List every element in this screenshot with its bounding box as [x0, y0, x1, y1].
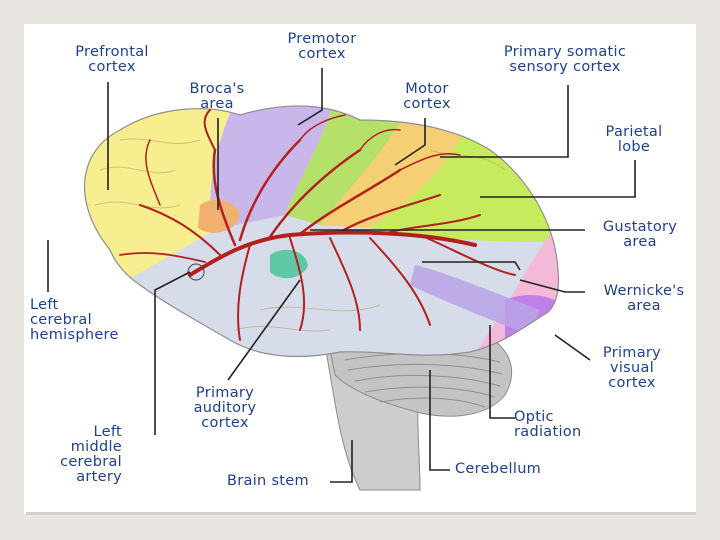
- label-line: Gustatory: [602, 219, 678, 235]
- label-line: Prefrontal: [75, 44, 149, 60]
- label-line: cortex: [403, 96, 451, 112]
- label-line: lobe: [617, 139, 651, 155]
- artery-origin-marker: [187, 263, 205, 281]
- label-line: sensory cortex: [509, 59, 621, 75]
- label-line: cortex: [298, 46, 346, 62]
- label-brocas-area: Broca's area: [172, 82, 262, 112]
- label-premotor-cortex: Premotor cortex: [270, 32, 374, 62]
- label-prefrontal-cortex: Prefrontal cortex: [60, 45, 164, 75]
- label-line: Left: [30, 297, 59, 313]
- label-line: Broca's: [189, 81, 245, 97]
- premotor-region: [210, 105, 340, 230]
- label-brain-stem: Brain stem: [210, 474, 326, 489]
- label-line: Optic: [514, 409, 554, 425]
- label-line: Primary somatic: [503, 44, 627, 60]
- cerebrum-outline: [84, 105, 560, 358]
- label-line: Primary: [195, 385, 255, 401]
- label-gustatory-area: Gustatory area: [588, 220, 692, 250]
- label-line: cortex: [608, 375, 656, 391]
- label-cerebellum: Cerebellum: [455, 462, 575, 477]
- label-line: cortex: [201, 415, 249, 431]
- leader-lines: [47, 68, 636, 483]
- label-primary-auditory-cortex: Primary auditory cortex: [180, 386, 270, 431]
- label-line: Cerebellum: [455, 461, 542, 477]
- occipital-region: [470, 220, 559, 357]
- label-line: Brain stem: [227, 473, 309, 489]
- label-line: Motor: [405, 81, 449, 97]
- label-primary-visual-cortex: Primary visual cortex: [586, 346, 678, 391]
- label-line: hemisphere: [30, 327, 119, 343]
- label-line: Primary: [602, 345, 662, 361]
- label-line: radiation: [514, 424, 582, 440]
- cerebellum-folia: [344, 353, 503, 408]
- label-left-cerebral-hemisphere: Left cerebral hemisphere: [30, 298, 160, 343]
- label-line: artery: [76, 469, 122, 485]
- label-line: Left: [93, 424, 122, 440]
- slide-shadow: [26, 512, 696, 515]
- label-line: area: [623, 234, 657, 250]
- label-line: auditory: [193, 400, 257, 416]
- label-line: Premotor: [287, 31, 357, 47]
- label-line: area: [627, 298, 661, 314]
- label-line: middle: [70, 439, 122, 455]
- label-line: Wernicke's: [603, 283, 685, 299]
- label-wernickes-area: Wernicke's area: [586, 284, 702, 314]
- label-parietal-lobe: Parietal lobe: [582, 125, 686, 155]
- label-left-middle-cerebral-artery: Left middle cerebral artery: [30, 425, 122, 485]
- label-line: cerebral: [30, 312, 92, 328]
- optic-radiation: [410, 265, 540, 335]
- label-line: Parietal: [605, 124, 663, 140]
- label-line: visual: [609, 360, 655, 376]
- auditory-region: [270, 249, 308, 279]
- broca-region: [198, 199, 240, 233]
- label-line: cortex: [88, 59, 136, 75]
- label-optic-radiation: Optic radiation: [514, 410, 624, 440]
- label-line: area: [200, 96, 234, 112]
- label-motor-cortex: Motor cortex: [390, 82, 464, 112]
- label-primary-somatic-sensory-cortex: Primary somatic sensory cortex: [480, 45, 650, 75]
- label-line: cerebral: [60, 454, 122, 470]
